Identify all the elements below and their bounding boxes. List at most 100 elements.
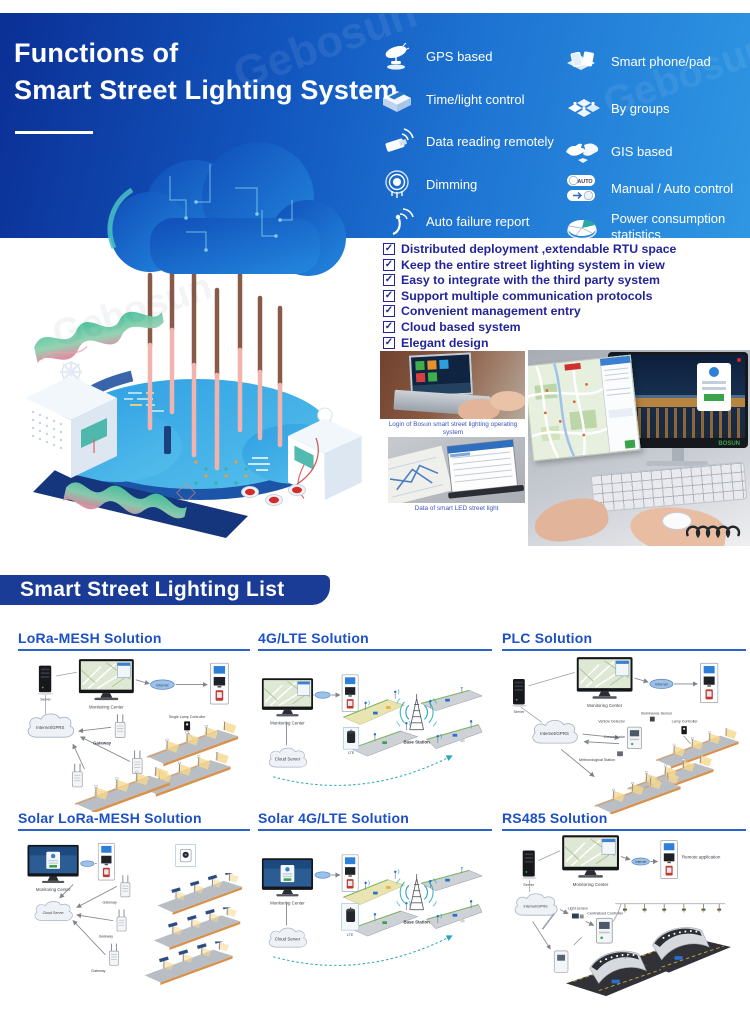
checkbox-icon: ✓ — [383, 274, 395, 287]
label-internet-gprs: Internet/GPRS — [523, 905, 548, 909]
label-server: Server — [40, 698, 51, 702]
solution-card-solar-lora-mesh: Solar LoRa-MESH Solution Monitoring Cent… — [18, 810, 250, 992]
label-internet: Internet — [156, 683, 168, 687]
feature-label: Manual / Auto control — [611, 181, 734, 196]
solution-card-rs485: RS485 Solution Server Monitoring Center … — [502, 810, 746, 997]
checkbox-icon: ✓ — [383, 305, 395, 318]
page-title-line1: Functions of — [14, 38, 179, 68]
label-gateway: Gateway — [99, 935, 113, 939]
solution-title: Solar 4G/LTE Solution — [258, 810, 492, 831]
label-server: Server — [523, 883, 535, 887]
page-title-line2: Smart Street Lighting System — [14, 75, 398, 105]
rs485-diagram: Server Monitoring Center Internet Remote… — [502, 835, 746, 997]
label-monitoring-center: Monitoring Center — [270, 720, 305, 725]
monitor-brand: BOSUN — [718, 441, 740, 447]
feature-label: Data reading remotely — [426, 134, 554, 149]
feature-power-statistics: Power consumption statistics — [561, 209, 739, 238]
label-server: Server — [513, 710, 525, 714]
feature-label: GPS based — [426, 49, 493, 64]
label-monitoring-center: Monitoring Center — [89, 704, 124, 709]
dimming-icon — [376, 169, 418, 201]
feature-checklist: ✓ Distributed deployment ,extendable RTU … — [383, 242, 743, 351]
label-meteorological-station: Meteorological Station — [579, 758, 615, 762]
feature-auto-failure: Auto failure report — [376, 204, 529, 238]
label-internet-gprs: Internet/GPRS — [540, 731, 569, 736]
manual-auto-icon: AUTO — [561, 173, 603, 205]
4g-lte-diagram: Monitoring Center Cloud Server Base Stat… — [258, 655, 492, 812]
data-reading-icon — [376, 126, 418, 158]
checkbox-icon: ✓ — [383, 336, 395, 349]
label-lte: LTE — [348, 751, 355, 755]
monitor-base — [646, 461, 708, 466]
feature-label: By groups — [611, 101, 670, 116]
title-underline — [15, 131, 93, 134]
checklist-text: Distributed deployment ,extendable RTU s… — [401, 242, 677, 256]
login-card — [697, 363, 731, 411]
solution-card-plc: PLC Solution Server Monitoring Center In… — [502, 630, 746, 814]
monitor-stand — [672, 448, 684, 462]
feature-label: Dimming — [426, 177, 478, 192]
photo-caption-login: Login of Bosun smart street lighting ope… — [388, 421, 518, 436]
checklist-item: ✓Keep the entire street lighting system … — [383, 258, 743, 274]
hand — [490, 391, 525, 411]
checkbox-icon: ✓ — [383, 243, 395, 255]
label-monitoring-center: Monitoring Center — [573, 882, 609, 887]
checklist-item: ✓ Elegant design — [383, 336, 743, 352]
checklist-item: ✓Cloud based system — [383, 320, 743, 336]
login-laptop-photo — [380, 351, 525, 419]
checklist-text: Cloud based system — [401, 319, 521, 334]
keyboard — [590, 461, 748, 513]
label-gateway: Gateway — [91, 969, 105, 973]
label-cloud-server: Cloud Server — [275, 937, 301, 942]
feature-by-groups: By groups — [561, 91, 670, 127]
checklist-text: Keep the entire street lighting system i… — [401, 257, 665, 272]
label-centralized-controller: Centralized Controller — [587, 912, 624, 916]
checklist-text: Elegant design — [401, 335, 489, 350]
label-cloud-server: Cloud Server — [275, 757, 301, 762]
coiled-cable — [686, 525, 741, 539]
label-internet: Internet — [655, 683, 667, 687]
solution-title: Solar LoRa-MESH Solution — [18, 810, 250, 831]
checklist-item: ✓Support multiple communication protocol… — [383, 289, 743, 305]
data-laptop-photo — [388, 437, 525, 503]
checklist-text: Easy to integrate with the third party s… — [401, 273, 660, 288]
solar-lora-mesh-diagram: Monitoring Center Cloud Server Gateway G… — [18, 835, 250, 992]
solar-4g-lte-diagram: Monitoring Center Cloud Server Base Stat… — [258, 835, 492, 992]
feature-label: Smart phone/pad — [611, 54, 711, 69]
feature-smart-phone: Smart phone/pad — [561, 44, 711, 80]
solution-title: RS485 Solution — [502, 810, 746, 831]
by-groups-icon — [561, 93, 603, 125]
label-cloud-server: Cloud Server — [43, 911, 65, 915]
auto-toggle-text: AUTO — [577, 179, 592, 185]
label-monitoring-center: Monitoring Center — [36, 887, 71, 892]
section-banner: Smart Street Lighting List — [0, 575, 330, 605]
solution-card-lora-mesh: LoRa-MESH Solution Server Monitoring Cen… — [18, 630, 250, 812]
mouse — [662, 512, 692, 530]
checklist-item: ✓ Distributed deployment ,extendable RTU … — [383, 242, 743, 258]
feature-dimming: Dimming — [376, 167, 477, 203]
feature-time-light: Time/light control — [376, 82, 525, 118]
lora-mesh-diagram: Server Monitoring Center Internet Intern… — [18, 655, 250, 812]
feature-manual-auto: AUTO Manual / Auto control — [561, 171, 733, 207]
solution-title: LoRa-MESH Solution — [18, 630, 250, 651]
power-statistics-icon — [561, 211, 603, 238]
label-monitoring-center: Monitoring Center — [587, 703, 623, 708]
solution-title: 4G/LTE Solution — [258, 630, 492, 651]
gis-icon — [561, 136, 603, 168]
cloud-illustration: Gebosun — [0, 140, 380, 540]
page-title: Functions of Smart Street Lighting Syste… — [14, 35, 398, 109]
plc-diagram: Server Monitoring Center Internet Intern… — [502, 655, 746, 814]
label-single-lamp-controller: Single Lamp Controller — [169, 715, 207, 719]
feature-gis: GIS based — [561, 134, 672, 170]
label-base-station: Base Station — [403, 739, 430, 744]
solution-card-4g-lte: 4G/LTE Solution Monitoring Center Cloud … — [258, 630, 492, 812]
label-light-sensor: Light sensor — [568, 907, 589, 911]
feature-label: Power consumption statistics — [611, 211, 726, 238]
label-illuminance-sensor: Illuminance Sensor — [641, 712, 673, 716]
checklist-item: ✓ Easy to integrate with the third party … — [383, 273, 743, 289]
label-vehicle-detector: Vehicle Detector — [598, 719, 625, 723]
checkbox-icon: ✓ — [383, 289, 395, 302]
feature-label: Time/light control — [426, 92, 525, 107]
checklist-item: ✓Convenient management entry — [383, 304, 743, 320]
